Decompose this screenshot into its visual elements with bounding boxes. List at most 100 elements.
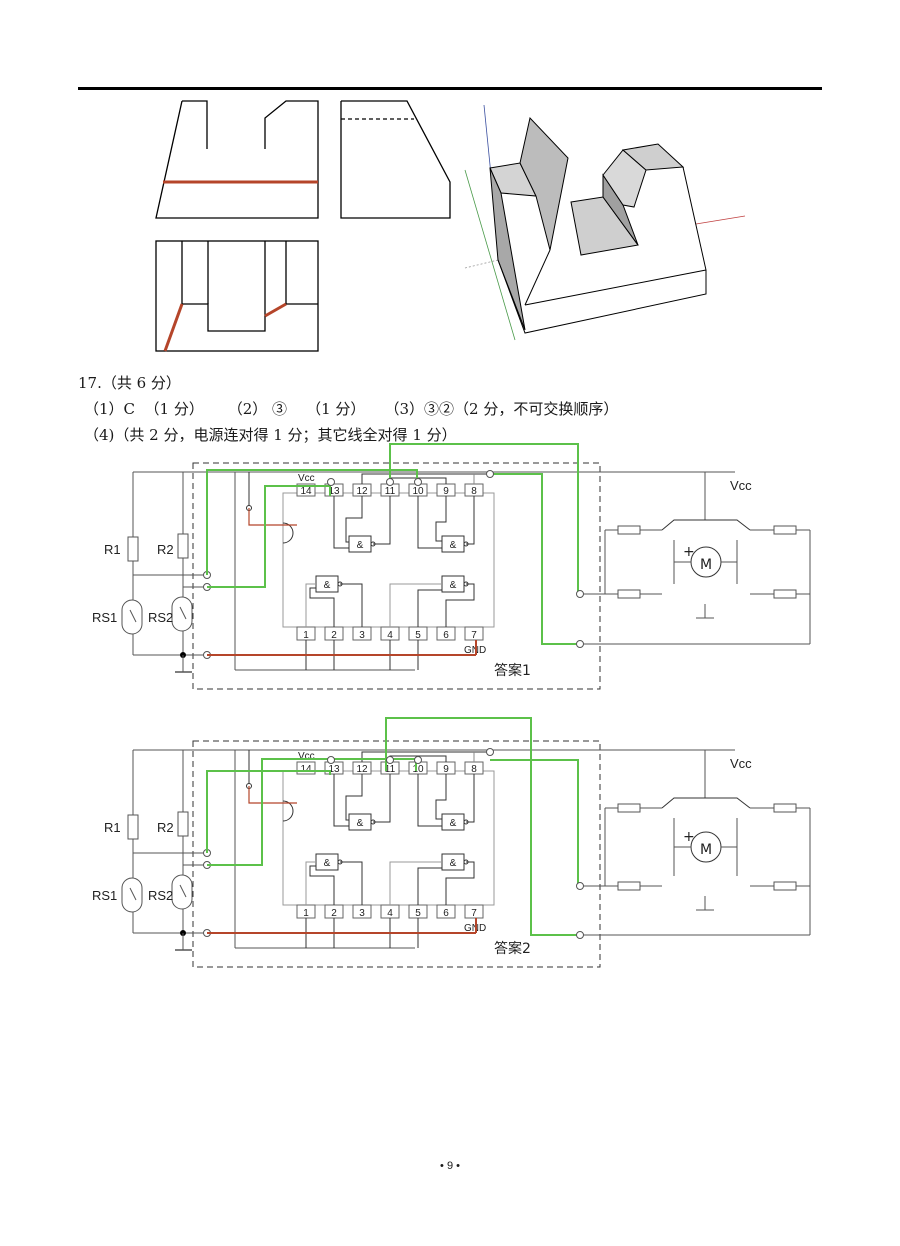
terminal <box>414 756 422 764</box>
hbridge-resistor <box>617 525 641 535</box>
ic-pin-bottom-label: 4 <box>387 908 393 919</box>
nand-gate-symbol: & <box>450 858 457 869</box>
isometric-model <box>464 104 746 341</box>
hbridge-resistor <box>773 803 797 813</box>
wire <box>340 861 363 905</box>
nand-gate-symbol: & <box>450 818 457 829</box>
vcc-answer-wire <box>248 508 297 526</box>
wire <box>345 774 363 821</box>
ic-pin-bottom-label: 5 <box>415 908 421 919</box>
ic-pin-top-label: 10 <box>412 486 424 497</box>
ic-pin-bottom-label: 1 <box>303 630 309 641</box>
wire <box>445 583 475 627</box>
ic-pin-bottom <box>464 626 484 641</box>
vcc-answer-wire <box>248 786 297 804</box>
ic-vcc-label: Vcc <box>298 751 315 762</box>
wire <box>305 861 316 905</box>
wire <box>389 583 442 627</box>
wire <box>466 774 475 823</box>
vcc-label: Vcc <box>730 478 752 493</box>
wire <box>466 496 475 545</box>
ic-pin-bottom-label: 3 <box>359 630 365 641</box>
reed-switch-rs1 <box>121 599 143 635</box>
nand-gate-symbol: & <box>357 818 364 829</box>
label-rs1: RS1 <box>92 888 117 903</box>
wire <box>129 609 137 623</box>
label-r1: R1 <box>104 542 121 557</box>
ic-pin-top-label: 13 <box>328 486 340 497</box>
wire <box>417 867 442 905</box>
three-view-figure <box>155 100 746 352</box>
wire <box>333 496 349 549</box>
vcc-label: Vcc <box>730 756 752 771</box>
nand-gate-symbol: & <box>357 540 364 551</box>
wire <box>361 751 490 762</box>
motor-label: M <box>700 557 712 573</box>
ic-body <box>282 770 495 906</box>
terminal <box>386 756 394 764</box>
nand-gate-symbol: & <box>324 580 331 591</box>
nand-gate-symbol: & <box>324 858 331 869</box>
label-r2: R2 <box>157 820 174 835</box>
ic-notch <box>282 800 294 822</box>
terminal-motor-a <box>576 590 584 598</box>
answers-line: （1）C （1 分） （2） ③ （1 分） （3）③②（2 分，不可交换顺序） <box>84 400 619 418</box>
circuit-2: R1R2RS1RS21413121110981234567VccGND&&&&M… <box>92 717 811 968</box>
ic-pin-top-label: 8 <box>471 764 477 775</box>
hbridge-resistor <box>617 803 641 813</box>
green-wire-pin11 <box>385 717 578 936</box>
resistor-r1 <box>127 536 139 562</box>
wire <box>361 473 490 484</box>
wire <box>340 583 363 627</box>
terminal <box>327 478 335 486</box>
hbridge-resistor <box>773 525 797 535</box>
wire <box>305 583 316 627</box>
hbridge-resistor <box>773 881 797 891</box>
terminal <box>486 470 494 478</box>
wire <box>417 589 442 627</box>
reed-switch-rs2 <box>171 874 193 910</box>
ic-body <box>282 492 495 628</box>
label-rs2: RS2 <box>148 888 173 903</box>
ic-pin-top-label: 8 <box>471 486 477 497</box>
wire <box>333 774 349 827</box>
page-number: • 9 • <box>440 1160 460 1172</box>
dashed-boundary <box>192 462 601 690</box>
circuit-1: R1R2RS1RS21413121110981234567VccGND&&&&M… <box>92 443 811 690</box>
terminal-motor-b <box>576 931 584 939</box>
ic-pin-bottom-label: 7 <box>471 630 477 641</box>
header-rule <box>78 87 822 90</box>
wire <box>435 496 447 542</box>
wire <box>661 797 751 809</box>
label-r1: R1 <box>104 820 121 835</box>
green-wire-r1 <box>206 469 418 575</box>
ic-pin-bottom-label: 5 <box>415 630 421 641</box>
wire <box>417 496 442 549</box>
ic-pin-top-label: 12 <box>356 764 368 775</box>
ic-pin-top-label: 13 <box>328 764 340 775</box>
green-wire-pin8 <box>490 759 579 886</box>
green-wire-pin8 <box>490 473 578 645</box>
ic-pin-bottom-label: 7 <box>471 908 477 919</box>
wire <box>309 587 335 627</box>
part4-line: （4)（共 2 分，电源连对得 1 分；其它线全对得 1 分） <box>84 426 457 444</box>
ic-vcc-label: Vcc <box>298 473 315 484</box>
reed-switch-rs2 <box>171 596 193 632</box>
ic-pin-bottom-label: 3 <box>359 908 365 919</box>
ic-pin-top-label: 10 <box>412 764 424 775</box>
green-wire-r1 <box>206 770 331 853</box>
reed-switch-rs1 <box>121 877 143 913</box>
wire <box>661 519 751 531</box>
ic-pin-top-label: 11 <box>385 486 396 497</box>
ic-pin-bottom-label: 2 <box>331 908 337 919</box>
motor-plus-label: + <box>683 544 695 560</box>
nand-gate-symbol: & <box>450 540 457 551</box>
wire <box>179 884 187 898</box>
question-heading: 17.（共 6 分） <box>78 374 181 392</box>
ic-pin-bottom-label: 6 <box>443 630 449 641</box>
hbridge-resistor <box>617 881 641 891</box>
answer-caption: 答案2 <box>494 940 531 957</box>
ic-notch <box>282 522 294 544</box>
green-wire-pin11 <box>389 443 579 594</box>
